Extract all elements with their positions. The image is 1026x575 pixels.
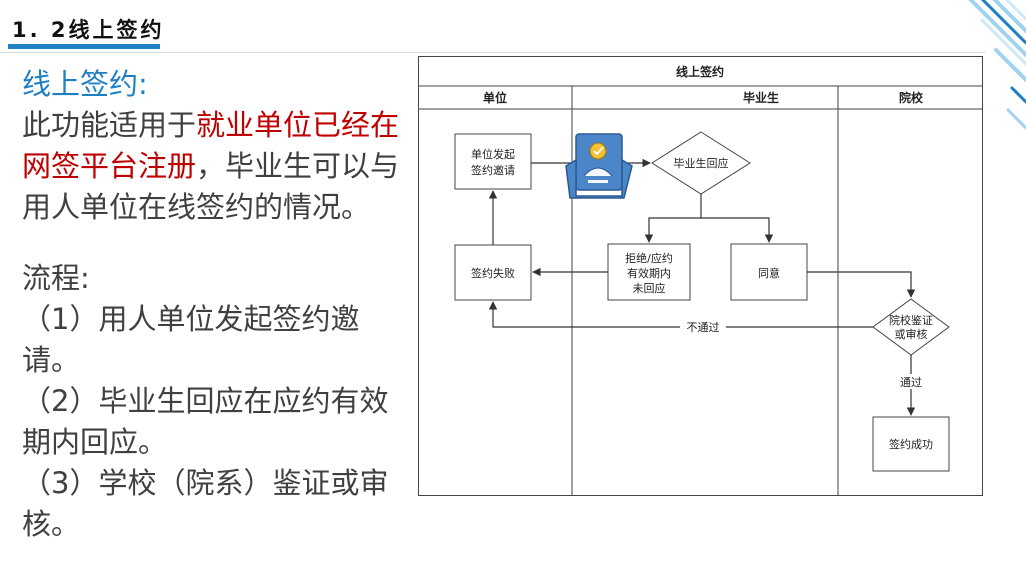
process-step-3: （3）学校（院系）鉴证或审核。	[22, 466, 389, 541]
node-invite	[454, 133, 532, 190]
diagram-title: 线上签约	[676, 64, 724, 79]
description-lead: 此功能适用于	[22, 108, 197, 142]
lane-header-graduate: 毕业生	[743, 90, 779, 105]
section-heading: 线上签约:	[22, 67, 148, 101]
node-fail-label: 签约失败	[471, 266, 515, 280]
node-verify-line2: 或审核	[895, 327, 928, 341]
graduate-user-card-icon	[565, 133, 633, 199]
node-respond-label: 毕业生回应	[674, 156, 729, 170]
node-success	[872, 416, 950, 472]
edge-label-passed: 通过	[900, 376, 922, 389]
node-reject-line1: 拒绝/应约	[625, 251, 673, 265]
edge-verify-to-fail	[488, 301, 873, 328]
process-label: 流程:	[22, 261, 90, 295]
node-verify-line1: 院校鉴证	[889, 313, 933, 327]
edge-agree-to-verify	[807, 271, 916, 298]
description-tail: ，毕业生可以与用人单位在线签约的情况。	[22, 149, 400, 224]
node-invite-line1: 单位发起	[471, 147, 515, 161]
description-paragraph: 此功能适用于就业单位已经在网签平台注册，毕业生可以与用人单位在线签约的情况。	[22, 105, 402, 228]
edge-respond-to-reject	[644, 194, 702, 243]
slide-title: 1. 2线上签约	[12, 18, 165, 42]
lane-header-unit: 单位	[483, 90, 507, 105]
node-fail	[454, 244, 532, 301]
node-reject-line2: 有效期内	[627, 266, 671, 280]
process-step-2: （2）毕业生回应在应约有效期内回应。	[22, 384, 389, 459]
description-text-block: 线上签约: 此功能适用于就业单位已经在网签平台注册，毕业生可以与用人单位在线签约…	[22, 64, 402, 545]
node-invite-line2: 签约邀请	[471, 163, 515, 177]
node-success-label: 签约成功	[889, 437, 933, 451]
edge-respond-to-agree	[701, 217, 774, 243]
process-step-1: （1）用人单位发起签约邀请。	[22, 302, 360, 377]
edge-label-not-passed: 不通过	[687, 321, 720, 334]
description-highlight: 就业单位已经在网签平台注册	[22, 108, 400, 183]
title-underline	[8, 44, 160, 49]
corner-stripes-decoration	[968, 0, 1026, 130]
signing-flowchart: 线上签约 单位 毕业生 院校 单位发起 签约邀请 签约失败 毕业生回应 拒绝/应…	[418, 56, 983, 496]
node-reject	[607, 243, 691, 301]
node-reject-line3: 未回应	[633, 281, 666, 295]
lane-header-school: 院校	[899, 90, 924, 105]
header-divider	[0, 52, 985, 53]
node-agree	[730, 243, 808, 301]
node-agree-label: 同意	[758, 266, 780, 280]
